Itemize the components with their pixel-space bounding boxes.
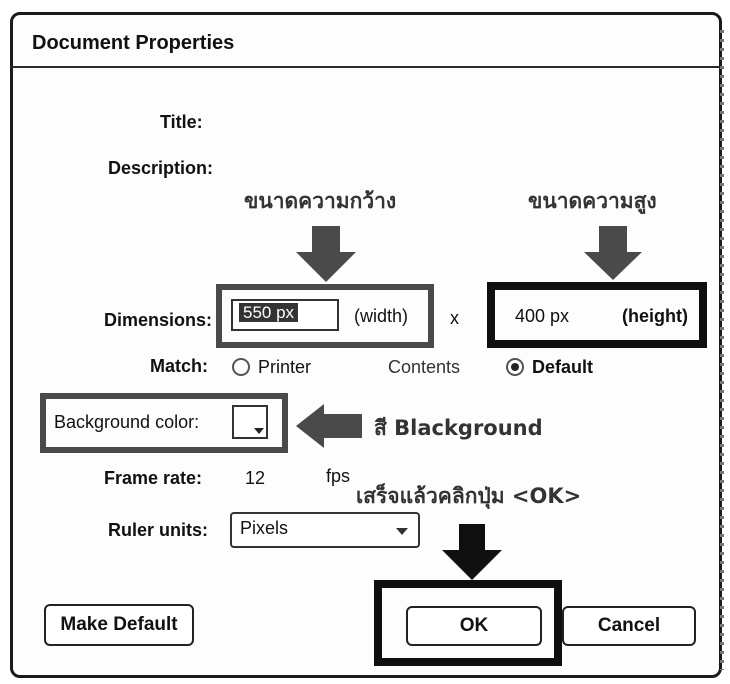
dimensions-label: Dimensions: <box>104 310 213 330</box>
background-arrow-icon <box>296 404 362 448</box>
width-arrow-icon <box>296 226 356 282</box>
match-contents-label[interactable]: Contents <box>388 357 461 377</box>
frame-rate-value[interactable]: 12 <box>245 468 266 488</box>
height-caption: ขนาดความสูง <box>528 189 657 213</box>
background-caption: สี Blackground <box>374 416 543 440</box>
width-value: 550 px <box>239 303 299 322</box>
match-default-label: Default <box>532 357 594 377</box>
cancel-button[interactable]: Cancel <box>562 606 696 646</box>
width-suffix: (width) <box>354 306 409 326</box>
height-suffix: (height) <box>622 306 688 326</box>
ok-highlight-box <box>374 580 562 666</box>
swatch-dropdown-icon <box>254 428 264 434</box>
height-input[interactable]: 400 px <box>515 306 570 326</box>
dialog-titlebar: Document Properties <box>10 12 722 68</box>
width-caption: ขนาดความกว้าง <box>244 189 397 213</box>
frame-rate-unit: fps <box>326 466 351 486</box>
chevron-down-icon <box>396 528 408 535</box>
ok-caption: เสร็จแล้วคลิกปุ่ม <OK> <box>356 484 582 508</box>
make-default-button[interactable]: Make Default <box>44 604 194 646</box>
ruler-units-select[interactable]: Pixels <box>230 512 420 548</box>
ruler-units-label: Ruler units: <box>108 520 209 540</box>
ok-arrow-icon <box>442 524 502 580</box>
height-arrow-icon <box>584 226 642 280</box>
width-highlight-box <box>216 284 434 348</box>
side-scan-edge <box>720 30 724 670</box>
times-sign: x <box>450 308 459 328</box>
background-highlight-box <box>40 393 288 453</box>
background-color-label: Background color: <box>54 412 200 432</box>
match-printer-radio[interactable] <box>232 358 250 376</box>
width-input[interactable]: 550 px <box>231 299 339 331</box>
match-label: Match: <box>150 356 208 376</box>
dialog-title: Document Properties <box>32 32 235 54</box>
frame-rate-label: Frame rate: <box>104 468 203 488</box>
ruler-units-value: Pixels <box>240 518 289 538</box>
background-color-swatch[interactable] <box>232 405 268 439</box>
match-printer-label: Printer <box>258 357 312 377</box>
height-highlight-box <box>487 282 707 348</box>
title-label: Title: <box>160 112 203 132</box>
description-label: Description: <box>108 158 214 178</box>
match-default-radio[interactable] <box>506 358 524 376</box>
ok-button[interactable]: OK <box>406 606 542 646</box>
